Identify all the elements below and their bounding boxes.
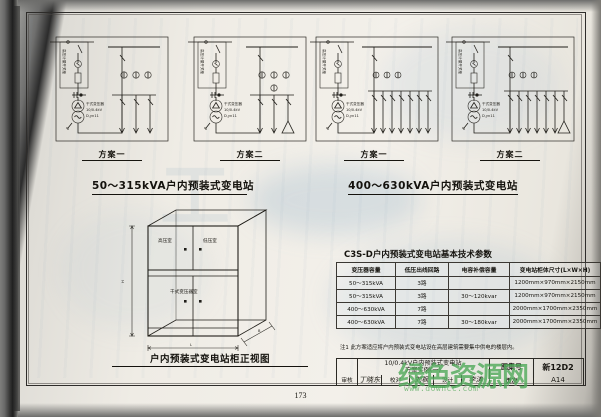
section-title-right: 400～630kVA户内预装式变电站	[348, 178, 518, 195]
schematic-svg: 高压计量开关柜 干式变压器 10/0.4kV D,yn11	[50, 36, 169, 142]
svg-text:高压计量开关柜: 高压计量开关柜	[458, 49, 463, 75]
cell-dimensions: 1200mm×970mm×2150mm	[509, 289, 601, 303]
svg-text:B: B	[258, 329, 261, 333]
col-header-dimensions: 变电站柜体尺寸(L×W×H)	[509, 262, 601, 277]
sheet-border-inner	[28, 14, 582, 384]
spec-table-title: C3S-D户内预装式变电站基本技术参数	[344, 250, 492, 260]
review-signature: 丁晓东	[359, 376, 380, 384]
svg-text:干式变压器: 干式变压器	[224, 101, 242, 106]
atlas-number-label: 图集号	[501, 363, 522, 371]
cell-capacity: 400～630kVA	[336, 315, 396, 329]
book-spine	[0, 0, 18, 417]
page-value: A14	[551, 376, 565, 384]
scheme-caption: 方案一	[82, 149, 142, 161]
schematic-panel-right-1: 高压计量开关柜 干式变压器 10/0.4kV D,yn11	[310, 33, 442, 161]
cell-capacitor: 30～120kvar	[448, 289, 510, 303]
design-label: 设计	[441, 378, 454, 384]
title-block: 10/0.4kV户内预装式变电站 方案实例(一) 图集号 新12D2 审核 丁晓…	[336, 358, 584, 386]
page-bottom-shadow	[0, 403, 601, 417]
page-number: 173	[294, 391, 307, 400]
scheme-caption: 方案二	[480, 149, 540, 161]
svg-text:干式变压器: 干式变压器	[346, 101, 364, 106]
schematic-panel-left-1: 高压计量开关柜 干式变压器 10/0.4kV D,yn11	[50, 33, 172, 161]
sheet-border-outer	[26, 12, 586, 386]
svg-text:D,yn11: D,yn11	[224, 114, 237, 118]
cell-capacity: 50～315kVA	[336, 289, 396, 303]
drawing-title: 10/0.4kV户内预装式变电站 方案实例(一)	[358, 359, 488, 375]
elevation-caption: 户内预装式变电站柜正视图	[112, 351, 308, 367]
spec-table-header-row: 变压器容量 低压出线回路 电容补偿容量 变电站柜体尺寸(L×W×H)	[336, 262, 601, 277]
cell-capacitor: 30～180kvar	[448, 315, 510, 329]
svg-text:D,yn11: D,yn11	[346, 114, 359, 118]
table-row: 50～315kVA 3路 1200mm×970mm×2150mm	[336, 276, 601, 290]
svg-text:10/0.4kV: 10/0.4kV	[482, 108, 499, 112]
design-signature: 李涛	[468, 376, 483, 384]
col-header-capacity: 变压器容量	[336, 262, 396, 277]
table-note: 注1 此方案适应将户内预装式变电站设在高层建筑需要集中供电的楼层内。	[340, 345, 518, 351]
book-spine-inner	[14, 6, 20, 411]
cell-capacitor	[448, 302, 510, 316]
svg-text:D,yn11: D,yn11	[482, 114, 495, 118]
drawing-title-line1: 10/0.4kV户内预装式变电站	[384, 360, 462, 367]
spec-table: 变压器容量 低压出线回路 电容补偿容量 变电站柜体尺寸(L×W×H) 50～31…	[336, 262, 601, 329]
section-title-left: 50～315kVA户内预装式变电站	[92, 178, 254, 195]
svg-text:10/0.4kV: 10/0.4kV	[346, 108, 363, 112]
svg-text:L: L	[190, 343, 192, 347]
svg-text:H: H	[121, 280, 125, 283]
svg-text:高压计量开关柜: 高压计量开关柜	[62, 49, 67, 75]
svg-text:10/0.4kV: 10/0.4kV	[86, 108, 103, 112]
scheme-caption: 方案二	[220, 149, 280, 161]
table-row: 400～630kVA 7路 2000mm×1700mm×2350mm	[336, 302, 601, 316]
svg-text:干式变压器: 干式变压器	[482, 101, 500, 106]
svg-text:高压室: 高压室	[158, 237, 172, 244]
col-header-lv-circuits: 低压出线回路	[395, 262, 449, 277]
table-row: 400～630kVA 7路 30～180kvar 2000mm×1700mm×2…	[336, 315, 601, 329]
cell-lv-circuits: 7路	[395, 315, 449, 329]
svg-text:D,yn11: D,yn11	[86, 114, 99, 118]
schematic-svg: 高压计量开关柜 干式变压器 10/0.4kV D,yn11	[446, 36, 575, 142]
cell-dimensions: 1200mm×970mm×2150mm	[509, 276, 601, 290]
schematic-svg: 高压计量开关柜 干式变压器 10/0.4kV D,yn11	[310, 36, 439, 142]
cell-dimensions: 2000mm×1700mm×2350mm	[509, 302, 601, 316]
schematic-svg: 高压计量开关柜 干式变压器 10/0.4kV D,yn11	[188, 36, 307, 142]
svg-text:高压计量开关柜: 高压计量开关柜	[322, 49, 327, 75]
check-signature: 刘枫	[414, 376, 429, 384]
svg-text:低压室: 低压室	[203, 237, 217, 244]
table-row: 50～315kVA 3路 30～120kvar 1200mm×970mm×215…	[336, 289, 601, 303]
svg-text:10/0.4kV: 10/0.4kV	[224, 108, 241, 112]
cell-dimensions: 2000mm×1700mm×2350mm	[509, 315, 601, 329]
cell-capacity: 50～315kVA	[336, 276, 396, 290]
col-header-capacitor: 电容补偿容量	[448, 262, 510, 277]
page-label: 页次	[505, 377, 518, 385]
scheme-caption: 方案一	[344, 149, 404, 161]
cell-lv-circuits: 3路	[395, 276, 449, 290]
cell-lv-circuits: 7路	[395, 302, 449, 316]
check-label: 校对	[389, 378, 402, 384]
cabinet-elevation-drawing: H L B 高压室 低压室 干式变压器室 户内预装式变电站柜正视图	[112, 208, 308, 367]
cabinet-svg: H L B 高压室 低压室 干式变压器室	[121, 209, 276, 351]
drawing-title-line2: 方案实例(一)	[405, 367, 441, 374]
page-right-edge	[591, 0, 601, 417]
page-top-shadow	[0, 0, 601, 12]
svg-text:干式变压器室: 干式变压器室	[170, 288, 198, 295]
schematic-panel-left-2: 高压计量开关柜 干式变压器 10/0.4kV D,yn11	[188, 33, 310, 161]
schematic-panel-right-2: 高压计量开关柜 干式变压器 10/0.4kV D,yn11	[446, 33, 578, 161]
svg-text:高压计量开关柜: 高压计量开关柜	[200, 49, 205, 75]
cell-capacity: 400～630kVA	[336, 302, 396, 316]
cell-lv-circuits: 3路	[395, 289, 449, 303]
cell-capacitor	[448, 276, 510, 290]
review-label: 审核	[341, 378, 353, 384]
svg-text:干式变压器: 干式变压器	[86, 101, 104, 106]
atlas-number-value: 新12D2	[542, 362, 574, 372]
